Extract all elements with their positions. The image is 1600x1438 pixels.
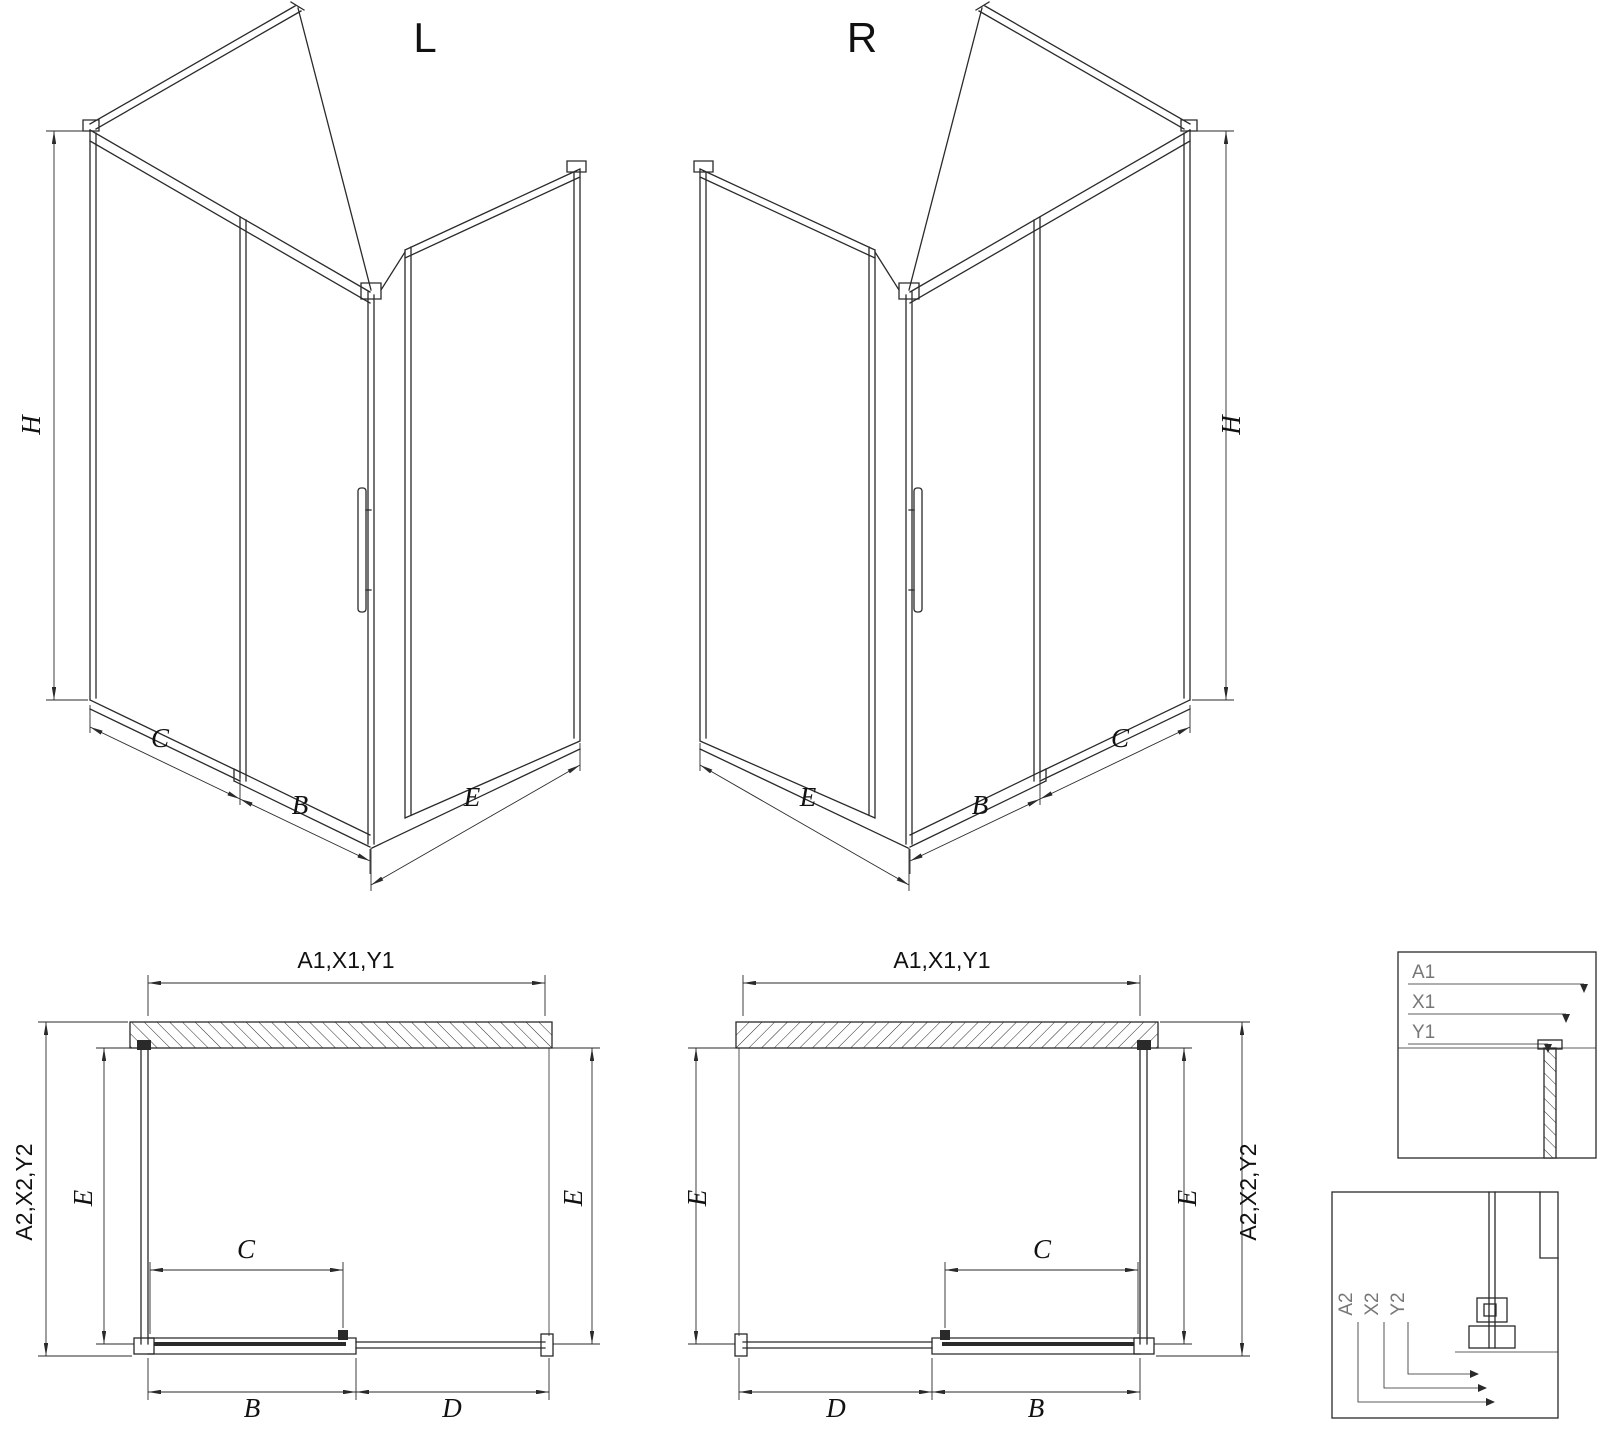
detail-top-frame xyxy=(1397,951,1597,1159)
iso-left-title: L xyxy=(413,14,436,61)
plan-right-dim-b: B xyxy=(1028,1393,1045,1423)
plan-left-dim-a1: A1,X1,Y1 xyxy=(297,947,394,973)
iso-left-dim-c: C xyxy=(151,723,170,753)
plan-right-dim-d: D xyxy=(825,1393,846,1423)
plan-right-dim-c: C xyxy=(1033,1234,1052,1264)
detail-bottom-leader-lines xyxy=(1357,1322,1486,1403)
plan-view-right: A1,X1,Y1 A2,X2,Y2 E E C D B xyxy=(682,947,1261,1423)
detail-top-label-x1: X1 xyxy=(1412,992,1435,1013)
plan-left-dim-c: C xyxy=(237,1234,256,1264)
detail-bottom-frame xyxy=(1331,1191,1559,1419)
iso-left-dim-h: H xyxy=(16,414,46,436)
plan-right-dim-e-left: E xyxy=(682,1189,712,1207)
detail-bottom-label-a2: A2 xyxy=(1336,1292,1357,1315)
iso-right-dim-e: E xyxy=(799,782,817,812)
detail-bottom-label-x2: X2 xyxy=(1362,1292,1383,1315)
plan-left-dim-b: B xyxy=(244,1393,261,1423)
detail-section-top: A1 X1 Y1 xyxy=(1397,951,1597,1159)
detail-bottom-glass-edge xyxy=(1488,1191,1559,1349)
plan-right-dim-a1: A1,X1,Y1 xyxy=(893,947,990,973)
plan-right-dim-e-right: E xyxy=(1172,1189,1202,1207)
plan-left-dim-e-left: E xyxy=(68,1189,98,1207)
iso-right-dim-c: C xyxy=(1111,723,1130,753)
iso-left-dim-e: E xyxy=(463,782,481,812)
detail-top-profile-section xyxy=(1543,1047,1557,1159)
plan-left-geometry xyxy=(38,975,600,1400)
detail-bottom-roller-inner xyxy=(1483,1303,1497,1317)
iso-right-geometry xyxy=(694,2,1234,891)
plan-view-left: A1,X1,Y1 A2,X2,Y2 E E C B D xyxy=(11,947,600,1423)
detail-bottom-leader-arrows xyxy=(1470,1370,1495,1406)
detail-top-leader-lines xyxy=(1408,983,1584,1045)
detail-top-label-a1: A1 xyxy=(1412,962,1435,983)
iso-left-geometry xyxy=(46,2,586,891)
iso-right-dim-b: B xyxy=(972,790,989,820)
iso-view-right: R H E B C xyxy=(694,2,1246,891)
detail-section-bottom: A2 X2 Y2 xyxy=(1331,1191,1559,1419)
iso-view-left: L H C B E xyxy=(16,2,586,891)
detail-bottom-label-y2: Y2 xyxy=(1388,1292,1409,1315)
detail-bottom-roller xyxy=(1476,1297,1508,1323)
plan-right-geometry xyxy=(688,975,1250,1400)
iso-left-dim-b: B xyxy=(292,790,309,820)
detail-bottom-track xyxy=(1468,1325,1516,1349)
detail-top-label-y1: Y1 xyxy=(1412,1022,1435,1043)
plan-left-dim-a2: A2,X2,Y2 xyxy=(11,1143,37,1240)
plan-left-dim-d: D xyxy=(441,1393,462,1423)
plan-left-dim-e-right: E xyxy=(558,1189,588,1207)
iso-right-title: R xyxy=(847,14,877,61)
detail-top-profile-cap xyxy=(1537,1039,1563,1050)
plan-right-dim-a2: A2,X2,Y2 xyxy=(1235,1143,1261,1240)
detail-top-leader-arrows xyxy=(1544,984,1588,1053)
iso-right-dim-h: H xyxy=(1216,414,1246,436)
